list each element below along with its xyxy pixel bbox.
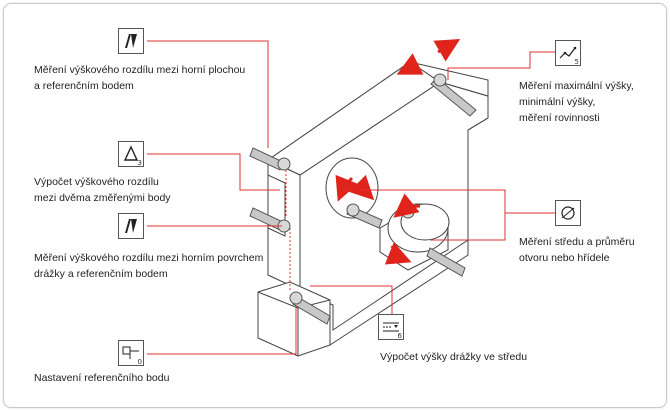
groove-center-icon[interactable]: 6 (378, 314, 404, 340)
set-ref-icon[interactable]: 0 (118, 340, 144, 366)
workpiece (257, 61, 489, 357)
height-top-ref-icon[interactable] (118, 28, 144, 54)
label-height-top-ref: Měření výškového rozdílu mezi horní ploc… (34, 64, 246, 92)
label-set-ref: Nastavení referenčního bodu (34, 372, 170, 384)
label-center-diameter: Měření středu a průměru otvoru nebo hříd… (519, 236, 635, 264)
leader-lines (147, 40, 555, 355)
label-height-groove-ref: Měření výškového rozdílu mezi horním pov… (34, 252, 264, 280)
probes (249, 73, 477, 325)
label-max-min-flat: Měření maximální výšky, minimální výšky,… (519, 80, 634, 124)
label-height-two-points: Výpočet výškového rozdílu mezi dvěma změ… (34, 176, 171, 204)
max-min-flatness-icon[interactable]: 5 (555, 40, 581, 66)
ref-index-label: 0 (137, 358, 142, 366)
direction-arrows (335, 38, 461, 265)
height-delta-icon[interactable]: 3 (118, 141, 144, 167)
label-groove-center: Výpočet výšky drážky ve středu (380, 351, 528, 363)
delta-index-label: 3 (137, 159, 142, 167)
groove-index-label: 6 (397, 332, 402, 340)
height-groove-ref-icon[interactable] (118, 213, 144, 239)
center-diameter-icon[interactable] (555, 200, 581, 226)
minmax-index-label: 5 (574, 58, 579, 66)
